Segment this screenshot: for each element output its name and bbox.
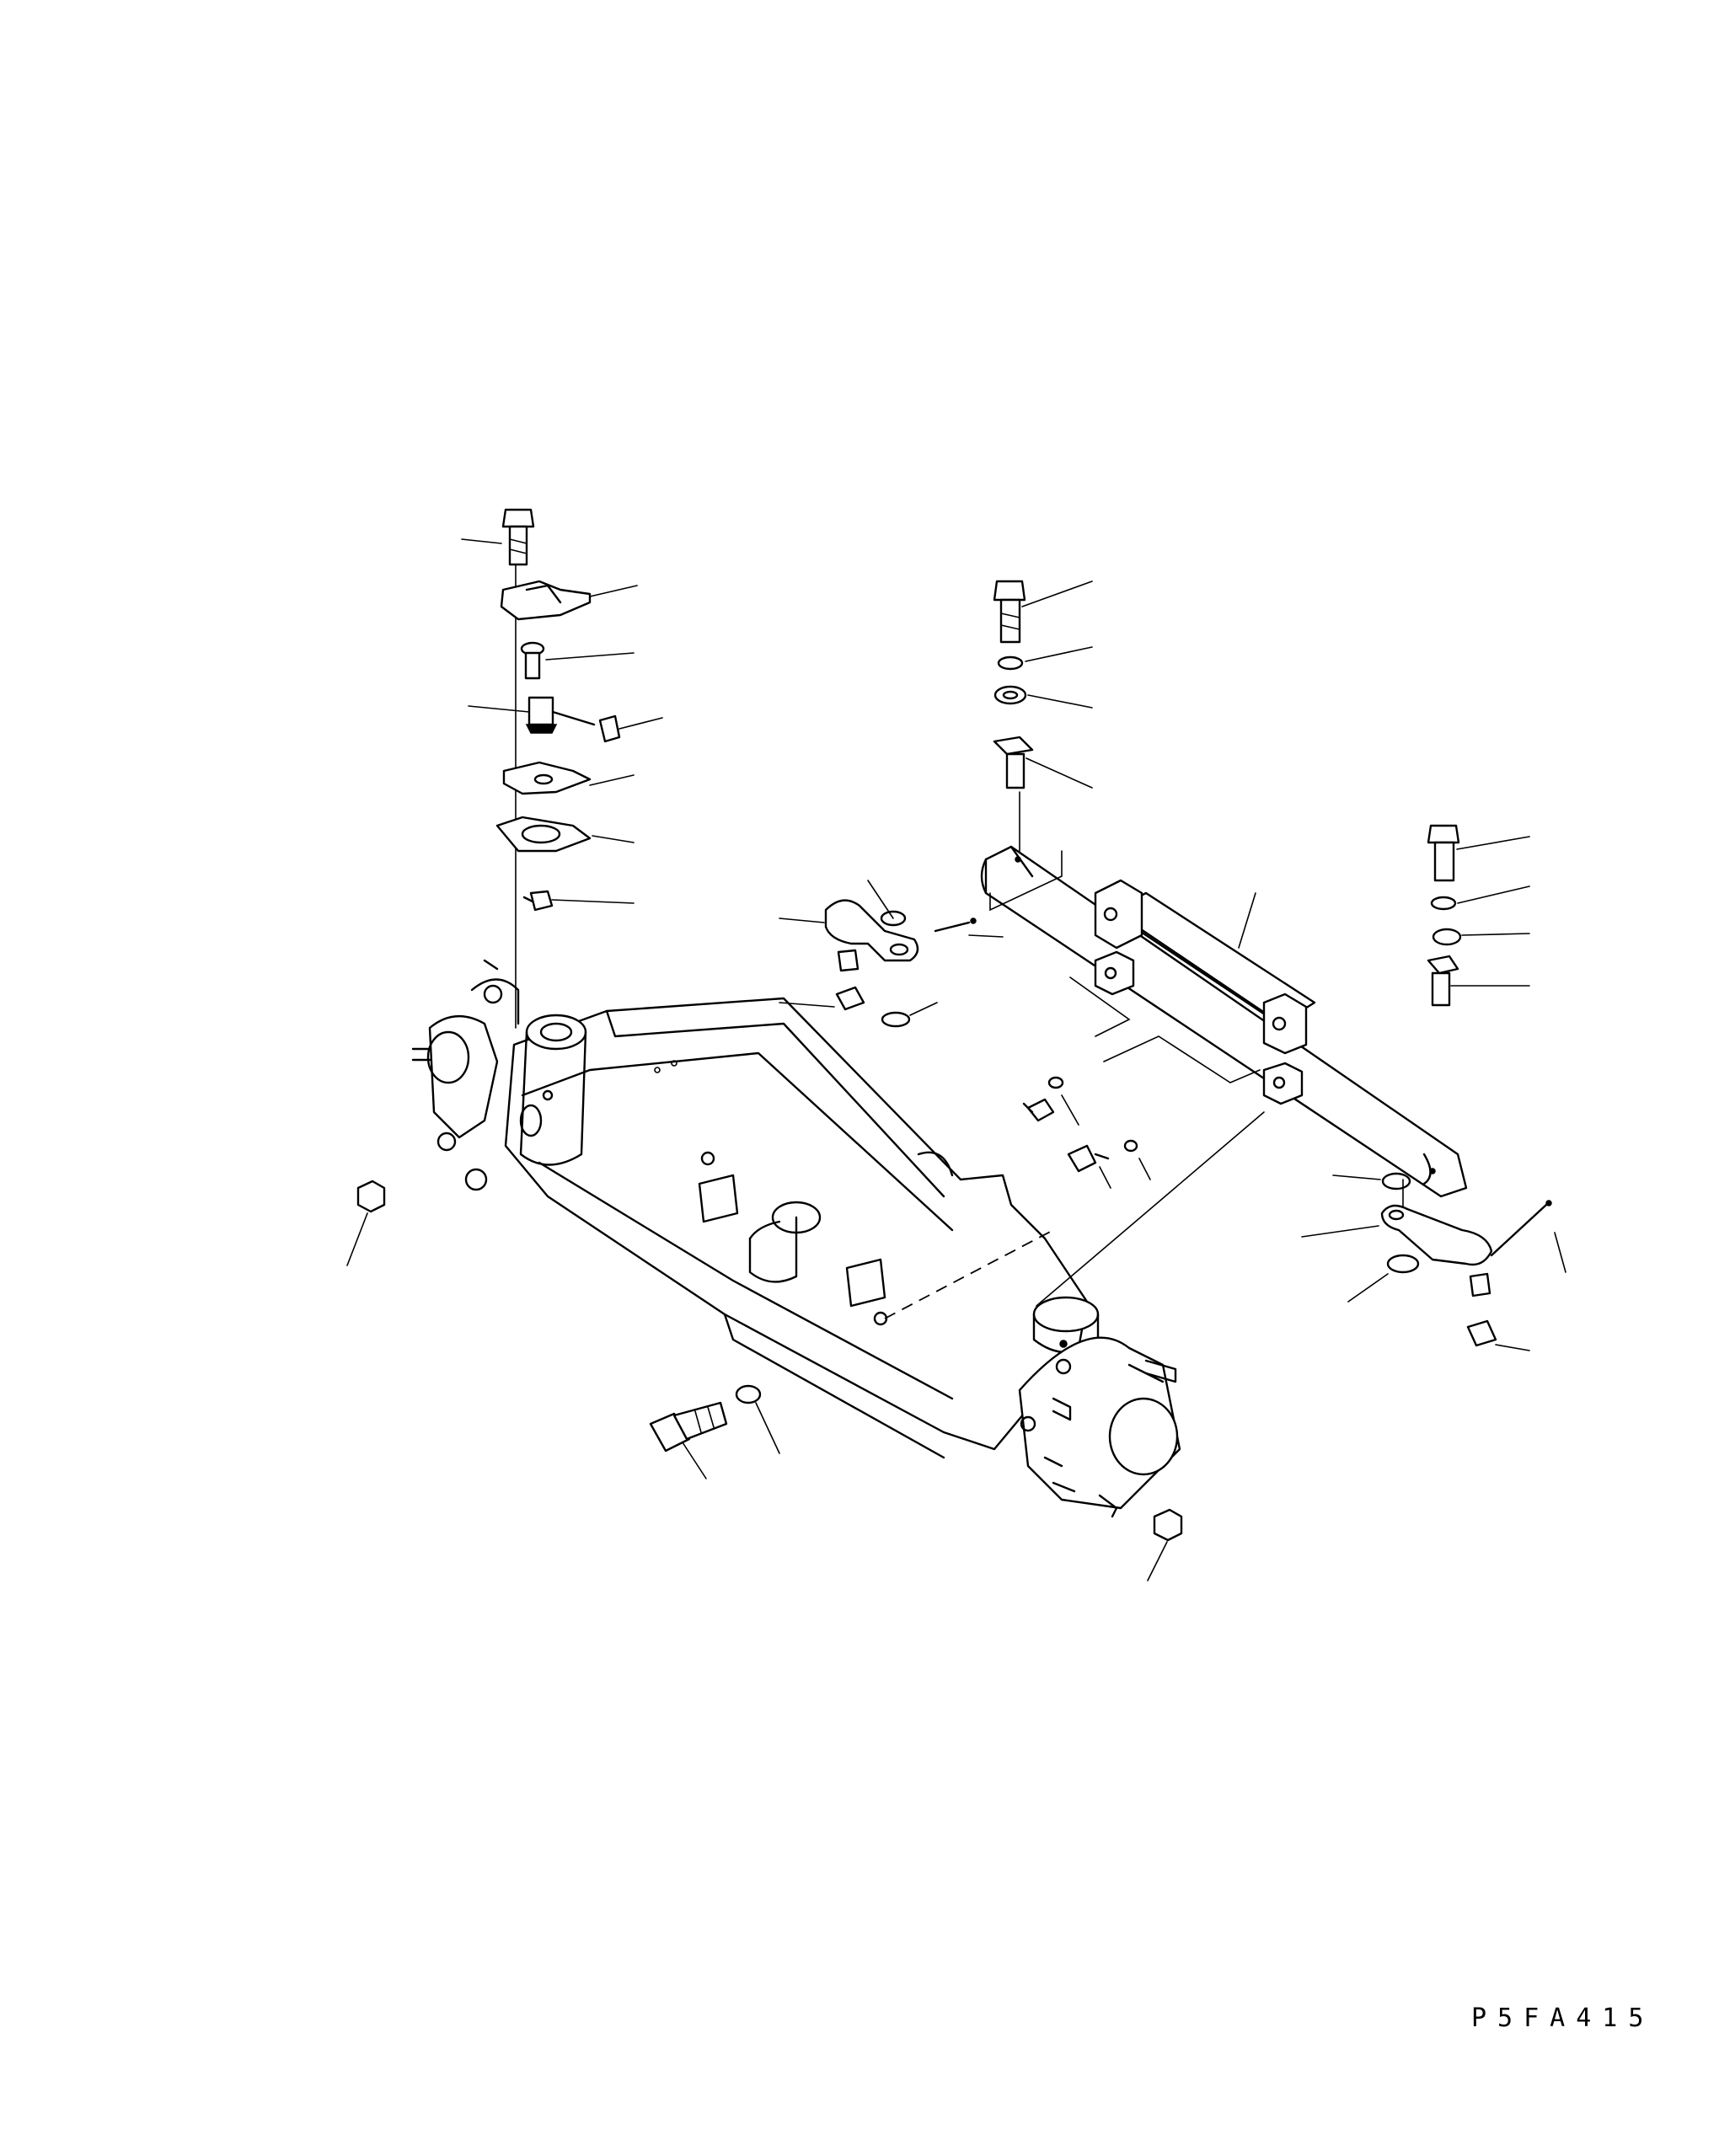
hydraulic-fittings xyxy=(1022,1076,1138,1173)
axle-beam xyxy=(504,997,1100,1459)
right-pin-stack xyxy=(1427,824,1462,1007)
right-tie-rod-end xyxy=(1380,1172,1552,1347)
callout-leaders xyxy=(346,538,1566,1581)
right-wheel-hub xyxy=(1018,1336,1181,1518)
steering-cylinder-pin-stack xyxy=(993,580,1034,852)
left-sensor-stack xyxy=(495,508,621,1029)
left-tie-rod-end xyxy=(824,899,977,1028)
left-wheel-hub xyxy=(411,959,587,1191)
steering-cylinder xyxy=(980,845,1468,1307)
drawing-code-label: P5FA415 xyxy=(1471,2004,1655,2033)
loose-parts xyxy=(356,1180,1183,1542)
